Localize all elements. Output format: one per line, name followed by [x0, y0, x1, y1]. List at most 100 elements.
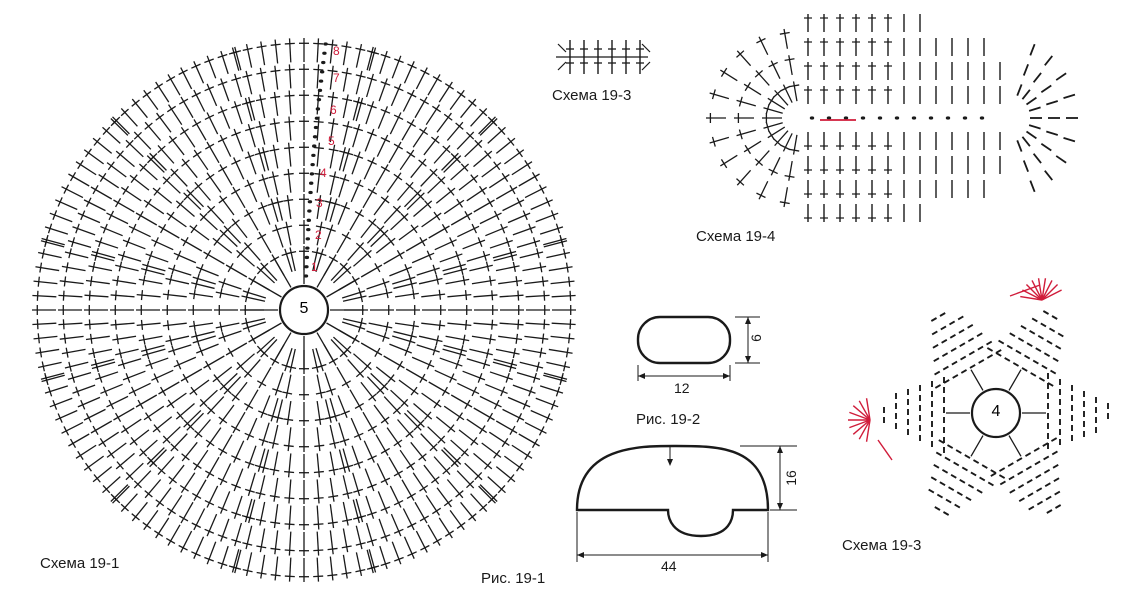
stitch-symbol — [397, 419, 414, 439]
stitch-symbol — [194, 419, 211, 439]
stitch-symbol — [488, 174, 510, 189]
stitch-symbol — [204, 528, 215, 534]
stitch-symbol — [499, 322, 524, 326]
stitch-symbol — [206, 55, 217, 79]
stitch-symbol — [565, 262, 569, 273]
stitch-symbol — [427, 74, 441, 96]
stitch-symbol — [288, 90, 292, 115]
stitch-symbol — [182, 373, 189, 384]
stitch-symbol — [1032, 153, 1042, 164]
stitch-symbol — [502, 199, 525, 212]
stitch-symbol — [976, 488, 983, 494]
stitch-symbol — [366, 225, 385, 244]
stitch-symbol — [491, 290, 494, 301]
stitch-symbol — [176, 411, 185, 420]
stitch-symbol — [967, 483, 975, 489]
stitch-symbol — [145, 198, 152, 208]
stitch-symbol — [194, 429, 203, 438]
stitch-symbol — [415, 67, 428, 90]
stitch-symbol — [500, 386, 506, 397]
stitch-symbol — [368, 219, 377, 227]
stitch-symbol — [380, 477, 391, 484]
stitch-symbol — [342, 475, 350, 499]
stitch-symbol — [342, 121, 350, 145]
stitch-symbol — [247, 151, 257, 175]
stitch-symbol — [940, 325, 947, 331]
stitch-symbol — [464, 290, 468, 301]
stitch-symbol — [49, 212, 73, 223]
stitch-symbol — [1043, 352, 1051, 358]
stitch-symbol — [406, 91, 417, 98]
stitch-symbol — [421, 392, 442, 408]
chain-stitch-symbol — [312, 144, 317, 148]
stitch-symbol — [283, 199, 294, 202]
stitch-symbol — [758, 36, 769, 56]
stitch-symbol — [423, 464, 440, 485]
stitch-symbol — [217, 447, 228, 454]
stitch-symbol — [773, 89, 782, 98]
stitch-symbol — [39, 347, 43, 358]
stitch-symbol — [312, 348, 319, 373]
stitch-symbol — [428, 225, 450, 239]
stitch-symbol — [479, 212, 502, 225]
stitch-symbol — [447, 293, 472, 298]
stitch-symbol — [316, 116, 320, 141]
stitch-symbol — [191, 551, 201, 557]
stitch-symbol — [1046, 509, 1053, 514]
stitch-symbol — [410, 441, 427, 462]
stitch-symbol — [414, 96, 428, 119]
stitch-symbol — [478, 425, 486, 435]
stitch-symbol — [380, 108, 391, 114]
stitch-symbol — [256, 71, 267, 75]
stitch-symbol — [1008, 475, 1015, 481]
stitch-symbol — [353, 127, 364, 132]
stitch-symbol — [223, 386, 232, 395]
stitch-symbol — [354, 211, 365, 218]
stitch-symbol — [220, 50, 229, 75]
stitch-symbol — [194, 279, 199, 290]
stitch-symbol — [373, 404, 389, 425]
stitch-symbol — [407, 63, 417, 69]
stitch-symbol — [157, 145, 166, 154]
stitch-symbol — [205, 249, 212, 260]
stitch-symbol — [765, 103, 770, 114]
stitch-symbol — [990, 469, 997, 474]
stitch-symbol — [217, 561, 228, 567]
stitch-symbol — [531, 438, 539, 449]
stitch-symbol — [509, 425, 516, 436]
stitch-symbol — [420, 544, 430, 551]
stitch-symbol — [137, 399, 144, 410]
stitch-symbol — [443, 447, 462, 465]
stitch-symbol — [507, 137, 515, 146]
stitch-symbol — [181, 453, 190, 461]
stitch-symbol — [391, 55, 402, 79]
stitch-symbol — [756, 192, 766, 199]
stitch-symbol — [355, 498, 364, 523]
stitch-symbol — [148, 359, 153, 370]
stitch-symbol — [141, 344, 165, 352]
stitch-symbol — [394, 556, 404, 562]
stitch-symbol — [158, 225, 180, 239]
stitch-symbol — [219, 134, 232, 157]
chain-stitch-symbol — [318, 79, 324, 83]
stitch-symbol — [258, 438, 269, 443]
stitch-symbol — [744, 144, 752, 155]
stitch-symbol — [258, 177, 269, 182]
stitch-symbol — [375, 366, 396, 383]
stitch-symbol — [61, 186, 84, 199]
stitch-symbol — [366, 538, 377, 543]
stitch-symbol — [41, 361, 45, 372]
stitch-symbol — [1018, 497, 1025, 503]
stitch-symbol — [244, 154, 255, 159]
chain-stitch-symbol — [843, 116, 849, 120]
stitch-symbol — [244, 97, 253, 122]
stitch-symbol — [402, 508, 415, 531]
stitch-symbol — [162, 293, 187, 298]
stitch-symbol — [353, 182, 364, 188]
stitch-symbol — [1017, 337, 1025, 343]
stitch-symbol — [219, 321, 223, 332]
stitch-symbol — [247, 123, 256, 148]
stitch-symbol — [355, 44, 363, 68]
stitch-symbol — [192, 462, 202, 469]
stitch-symbol — [441, 223, 448, 234]
